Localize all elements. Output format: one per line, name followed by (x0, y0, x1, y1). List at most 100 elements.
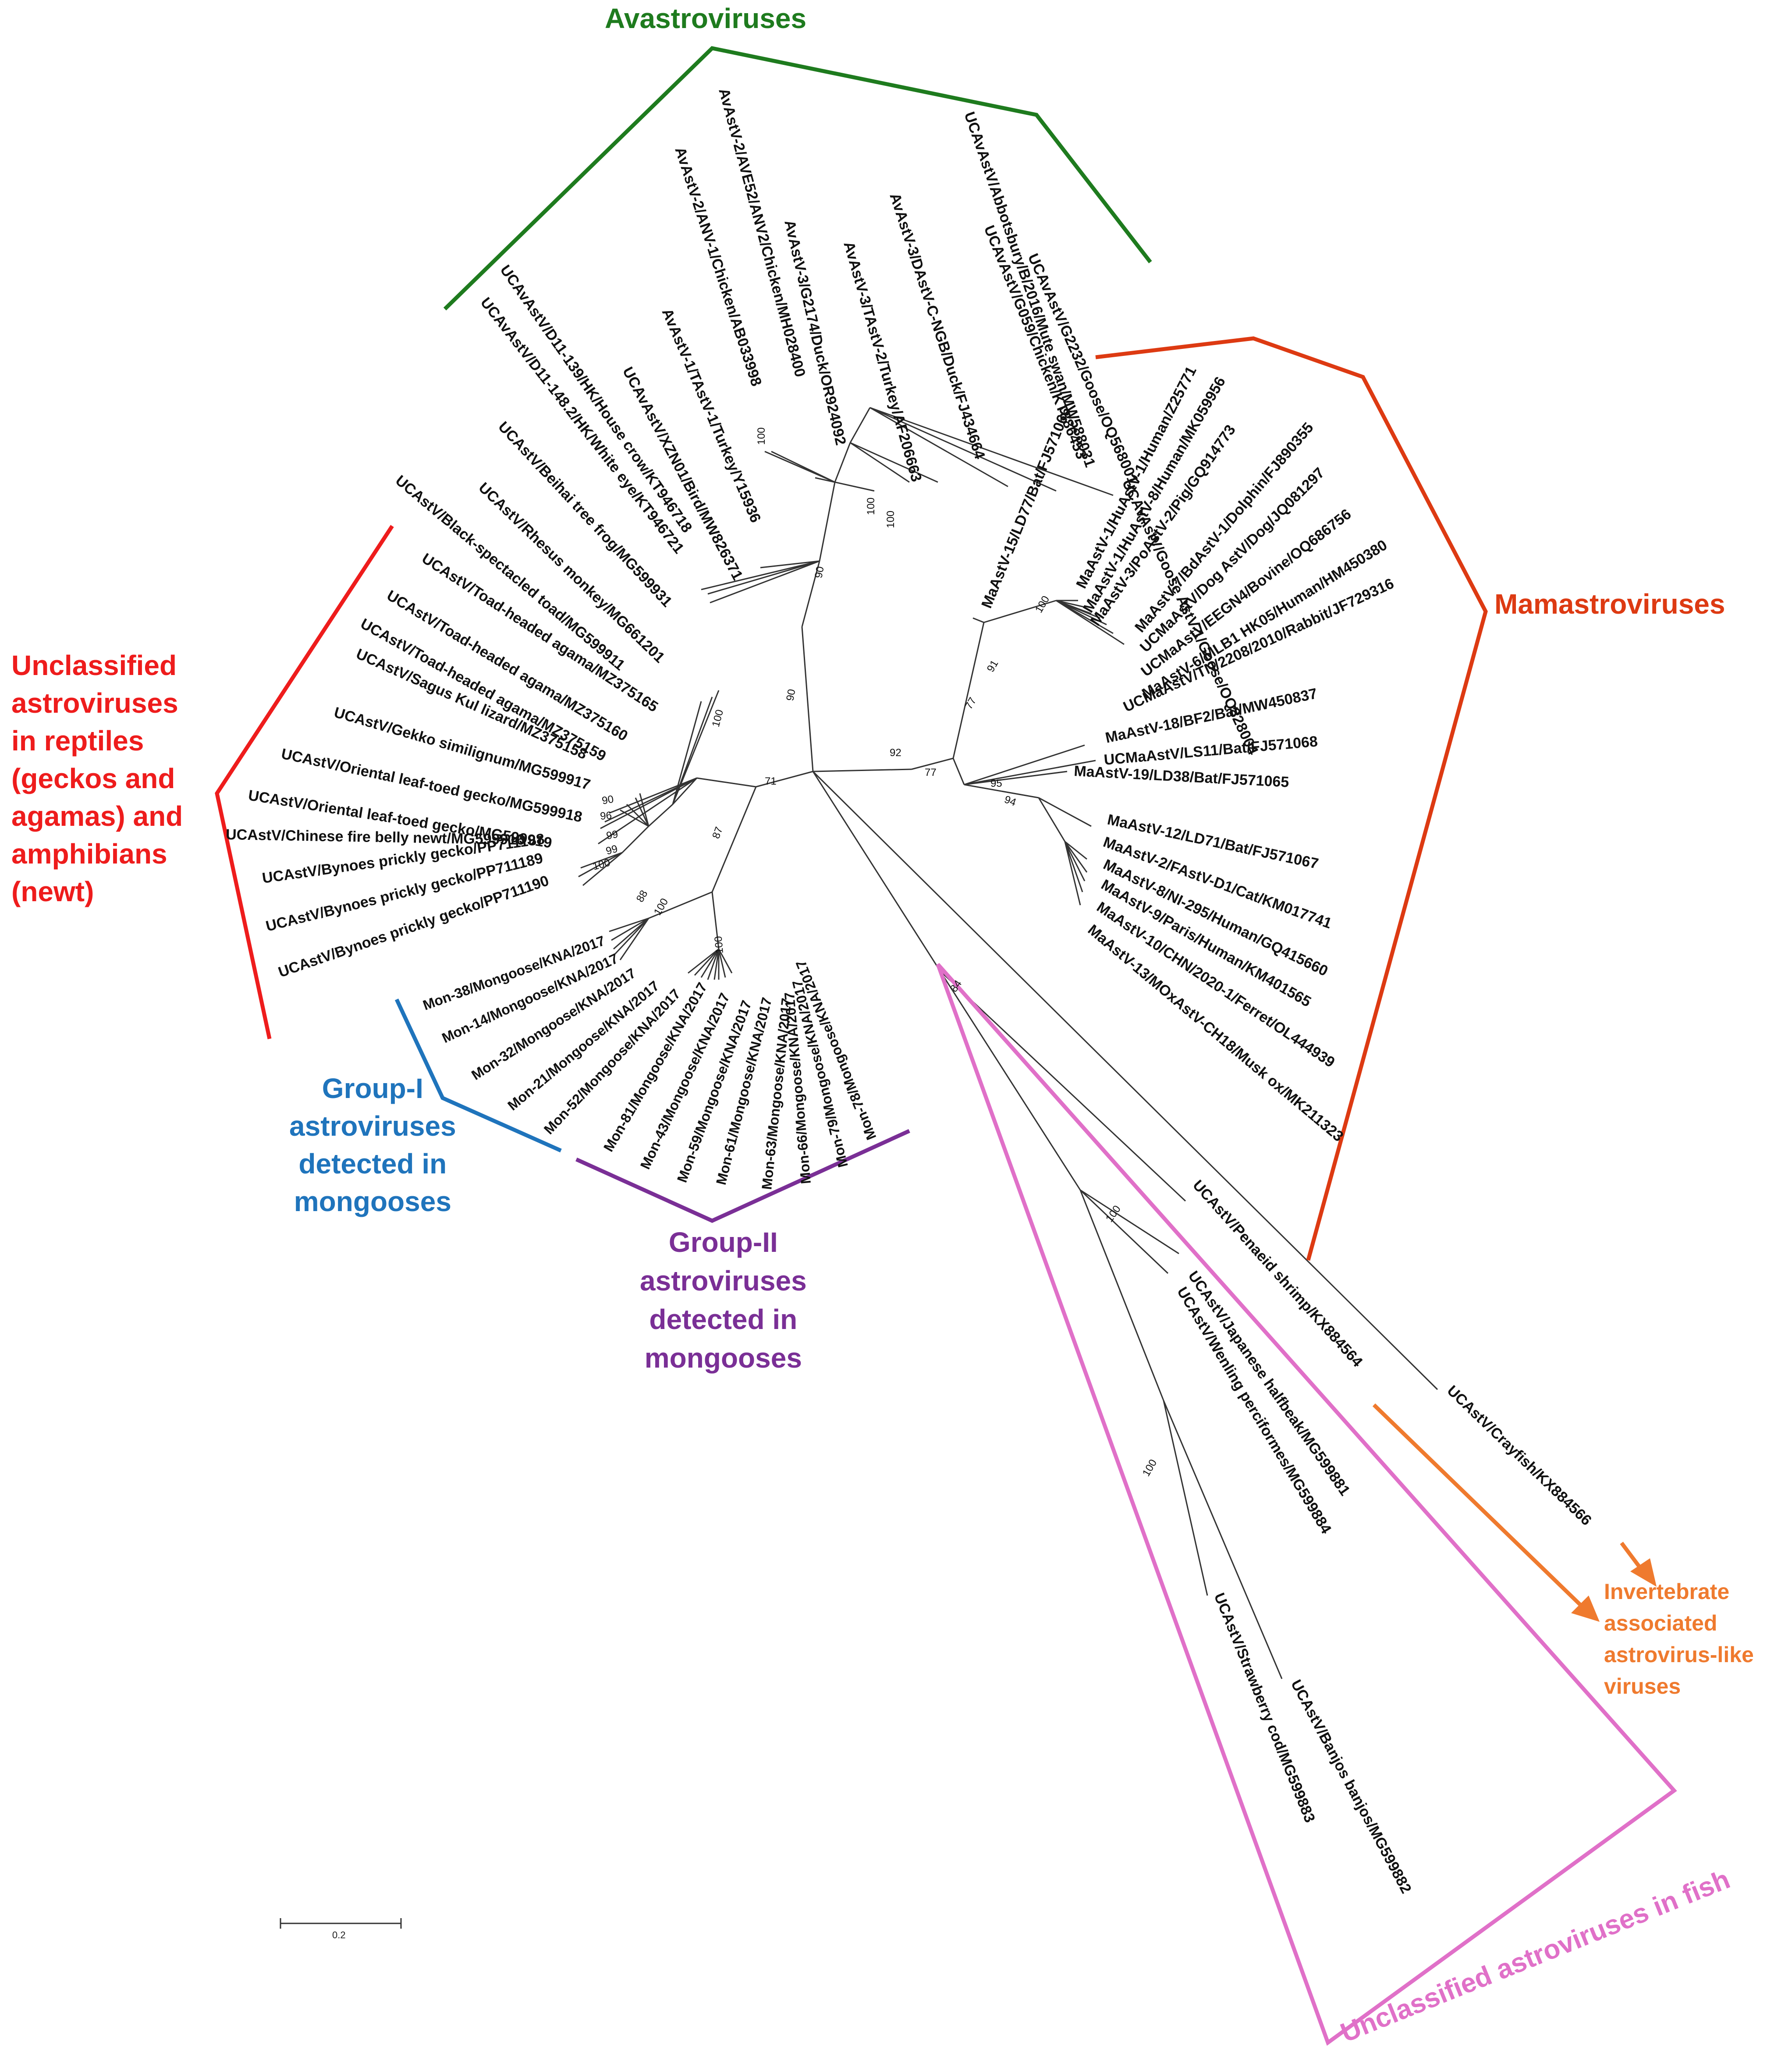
shrimp-arrow (1372, 1403, 1584, 1608)
reptiles-label-line: Unclassified (11, 650, 177, 681)
branch (648, 891, 713, 919)
avastro-label-line: Avastroviruses (605, 3, 807, 34)
leaf-branch (972, 617, 984, 623)
leaf-label: UCAstV/Japanese halfbeak/MG599881 (1185, 1268, 1353, 1499)
leaf-label: AvAstV-3/TAstV-2/Turkey/AF206663 (840, 240, 925, 484)
leaf-branch (850, 442, 910, 483)
fish-clade-outline (936, 963, 1677, 2046)
leaf-branch (1056, 600, 1107, 625)
branch (1079, 1190, 1164, 1401)
leaf-branch (713, 949, 720, 980)
leaf-branch (964, 771, 1068, 785)
group2-label-line: detected in (649, 1304, 798, 1335)
leaf-branch (609, 917, 649, 932)
invert-label-line: astrovirus-like (1604, 1642, 1754, 1667)
bootstrap-value: 100 (652, 896, 671, 917)
leaf-branch (869, 407, 1114, 496)
group1-label-line: detected in (298, 1148, 447, 1180)
avastro-bracket (443, 46, 1152, 311)
reptiles-label-line: agamas) and (11, 800, 183, 832)
leaf-labels: UCAvAstV/Goose AstV-1/Goose/OQ828004UCAv… (226, 86, 1595, 1896)
leaf-label: MaAstV-12/LD71/Bat/FJ571067 (1106, 811, 1320, 872)
branch (983, 600, 1057, 623)
leaf-branch (1038, 797, 1092, 827)
bootstrap-value: 100 (1033, 594, 1052, 615)
leaf-branch (812, 771, 1438, 1390)
leaf-branch (1065, 841, 1087, 860)
reptiles-bracket (215, 525, 394, 1039)
bootstrap-value: 100 (1140, 1457, 1159, 1478)
leaf-branch (834, 481, 875, 492)
leaf-branch (707, 560, 820, 595)
branch (621, 825, 649, 853)
branch (819, 482, 836, 562)
invert-label-line: associated (1604, 1611, 1717, 1635)
bootstrap-value: 87 (710, 825, 725, 840)
avastroviruses-label: Avastroviruses (605, 2, 806, 35)
leaf-branch (1163, 1400, 1283, 1679)
leaf-branch (580, 852, 623, 869)
bootstrap-value: 100 (756, 427, 767, 445)
bootstrap-value: 94 (1003, 793, 1018, 809)
leaf-branch (764, 451, 835, 483)
reptiles-label-line: (geckos and (11, 763, 175, 794)
leaf-branch (688, 948, 719, 974)
branch (801, 561, 820, 627)
branch (648, 803, 674, 827)
leaf-branch (707, 949, 720, 980)
mamastroviruses-label: Mamastroviruses (1494, 587, 1725, 621)
branch (952, 758, 965, 785)
branch (672, 777, 698, 805)
leaf-label: UCAvAstV/D11-139/HK/House crow/KT946718 (497, 262, 695, 536)
leaf-branch (626, 803, 649, 827)
leaf-branch (609, 777, 697, 814)
bootstrap-value: 100 (592, 856, 612, 872)
bootstrap-value: 99 (605, 828, 619, 842)
leaf-branch (1056, 600, 1125, 645)
bootstrap-value: 90 (784, 688, 798, 702)
shrimp-arrowhead (1571, 1596, 1600, 1622)
scale-bar-label: 0.2 (332, 1930, 346, 1940)
leaf-branch (582, 852, 623, 886)
bootstrap-value: 100 (885, 511, 897, 528)
branch (812, 771, 941, 971)
branch (711, 786, 757, 892)
group2-label-line: astroviruses (640, 1265, 807, 1297)
bootstrap-value: 92 (890, 747, 901, 759)
branch (911, 757, 954, 770)
branch (952, 622, 985, 759)
leaf-branch (613, 917, 649, 950)
bootstrap-value: 90 (813, 565, 826, 579)
leaf-branch (718, 949, 733, 974)
group1-label-line: mongooses (294, 1186, 451, 1217)
leaf-branch (1080, 1189, 1179, 1254)
invert-label-line: viruses (1604, 1674, 1681, 1699)
leaf-branch (700, 949, 720, 978)
group2-label-line: mongooses (644, 1342, 802, 1374)
leaf-branch (939, 970, 1186, 1202)
bootstrap-value: 77 (963, 695, 979, 711)
leaf-branch (964, 760, 1096, 785)
leaf-branch (613, 917, 649, 956)
bootstrap-value: 96 (600, 810, 612, 822)
group1-bracket (394, 999, 562, 1153)
bootstrap-value: 71 (765, 775, 777, 787)
reptiles-label-line: astroviruses (11, 687, 178, 719)
bootstrap-value: 77 (925, 767, 937, 778)
crayfish-arrow (1620, 1542, 1643, 1571)
leaf-branch (694, 948, 720, 976)
leaf-branch (1064, 841, 1083, 892)
branch (801, 626, 814, 772)
invertebrate-arrows (1372, 1403, 1657, 1622)
group1-label-line: Group-I (322, 1073, 423, 1104)
leaf-branch (1064, 841, 1086, 881)
crayfish-arrowhead (1630, 1558, 1657, 1587)
leaf-branch (1163, 1400, 1208, 1596)
branch (964, 784, 1039, 799)
mamastro-bracket (1095, 336, 1488, 1261)
leaf-branch (964, 744, 1085, 785)
mamastro-label-line: Mamastroviruses (1494, 588, 1725, 620)
